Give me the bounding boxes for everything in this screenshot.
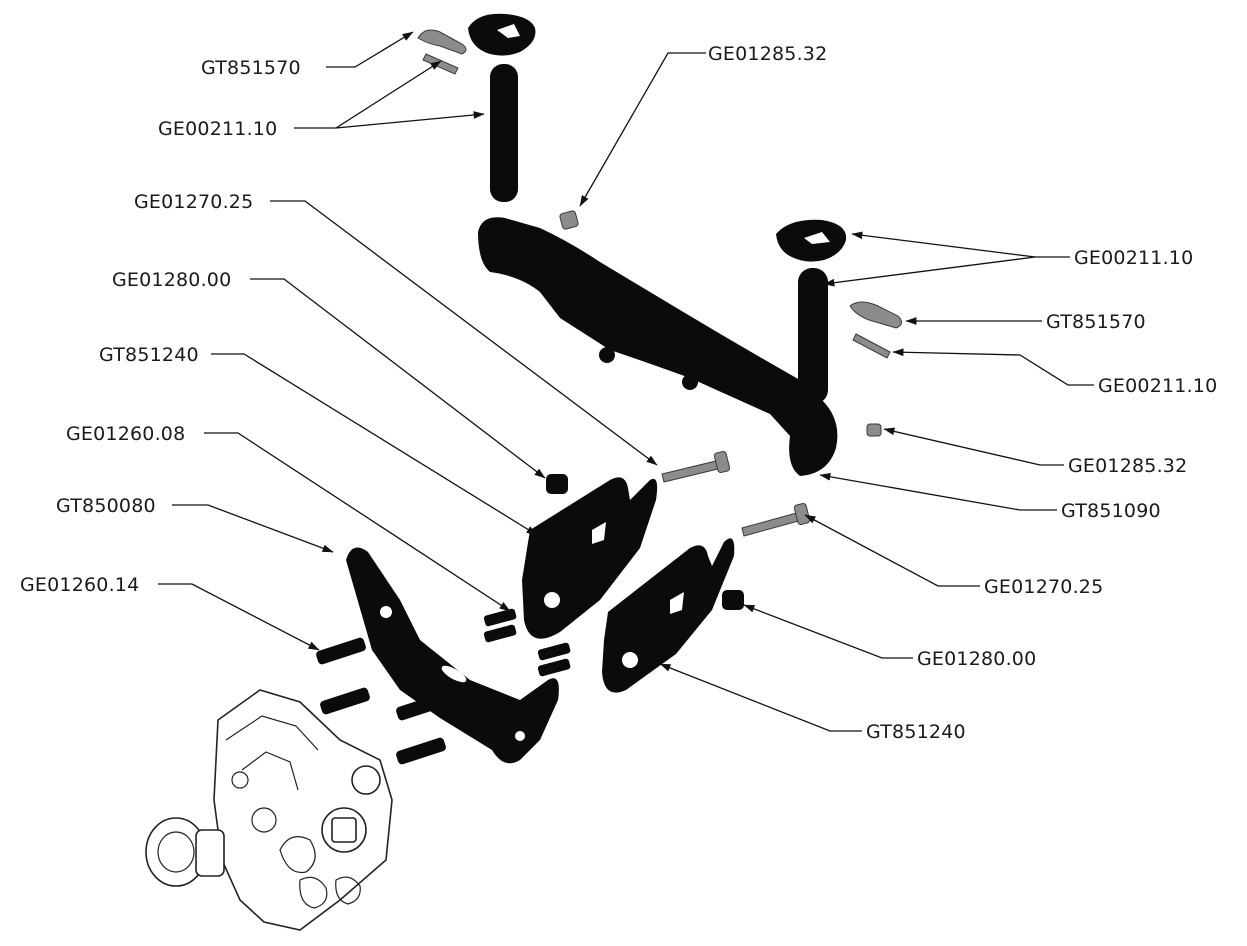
pin-right [852, 333, 891, 359]
screws-long [316, 637, 446, 765]
callout-gt851570-right: GT851570 [1046, 311, 1146, 333]
callout-gt851570-top: GT851570 [201, 57, 301, 79]
callout-gt851240-left: GT851240 [99, 344, 199, 366]
gearbox-line-drawing [145, 689, 393, 931]
parts-group [145, 13, 902, 931]
set-screw-right [866, 423, 882, 437]
pin-left [422, 53, 459, 75]
callout-ge01280-right: GE01280.00 [917, 648, 1036, 670]
post-cap-left [468, 13, 536, 56]
callout-ge01280-left: GE01280.00 [112, 269, 231, 291]
callout-ge01270-top: GE01270.25 [134, 191, 253, 213]
callout-ge01285-top: GE01285.32 [708, 43, 827, 65]
screws-small [483, 608, 571, 677]
callout-ge01270-right: GE01270.25 [984, 576, 1103, 598]
clip-left [417, 29, 467, 55]
callout-ge00211-top: GE00211.10 [158, 118, 277, 140]
callout-ge01260-08: GE01260.08 [66, 423, 185, 445]
beam [478, 217, 838, 477]
leader-lines [158, 31, 1094, 732]
callout-ge01260-14: GE01260.14 [20, 574, 139, 596]
callout-labels: GT851570 GE00211.10 GE01285.32 GE01270.2… [20, 43, 1217, 743]
long-screw-lower [741, 502, 811, 537]
clip-right [849, 301, 902, 329]
long-screw-upper [661, 450, 731, 483]
callout-ge00211-right: GE00211.10 [1074, 247, 1193, 269]
post-right [798, 268, 828, 404]
callout-gt851090: GT851090 [1061, 500, 1161, 522]
callout-ge00211-right-pin: GE00211.10 [1098, 375, 1217, 397]
callout-ge01285-right: GE01285.32 [1068, 455, 1187, 477]
nut-left [546, 474, 568, 494]
main-plate [346, 547, 559, 764]
callout-gt850080: GT850080 [56, 495, 156, 517]
callout-gt851240-right: GT851240 [866, 721, 966, 743]
nut-right [722, 590, 744, 610]
post-left [490, 64, 518, 202]
set-screw-top [559, 210, 579, 230]
